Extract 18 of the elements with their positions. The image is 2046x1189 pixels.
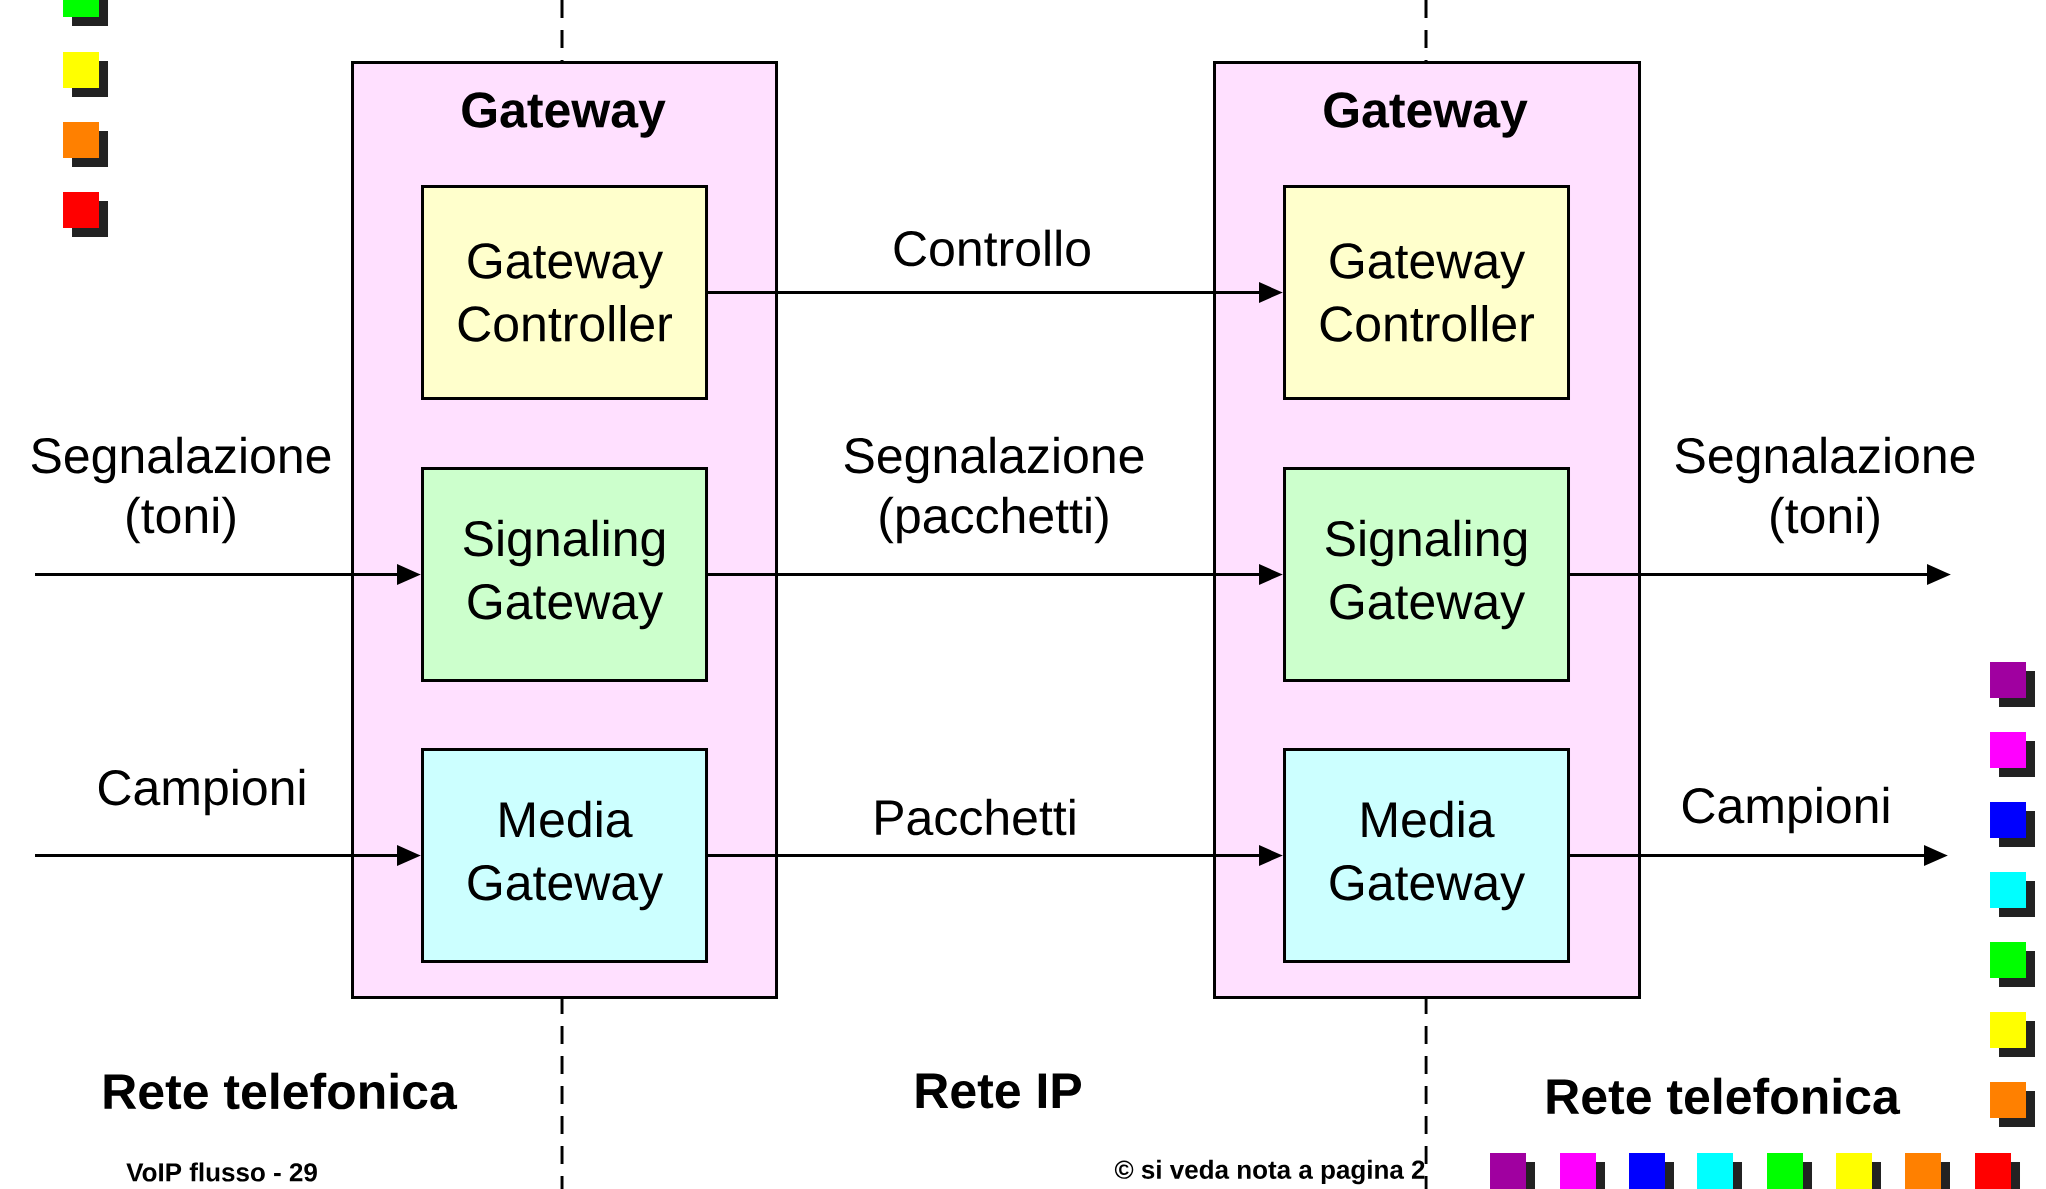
- region-label: Rete IP: [916, 1073, 1081, 1109]
- component-box: Signaling Gateway: [421, 467, 708, 682]
- region-label: Rete telefonica: [1547, 1077, 1901, 1115]
- edge-label: Controllo: [894, 229, 1090, 267]
- component-box: Media Gateway: [1283, 748, 1570, 963]
- edge-label: Segnalazione (pacchetti): [844, 436, 1144, 544]
- region-label: VoIP flusso - 29: [126, 1162, 317, 1182]
- edge-label: Pacchetti: [876, 798, 1075, 836]
- region-label: Rete telefonica: [104, 1072, 458, 1110]
- edge-label: Segnalazione (toni): [1675, 436, 1975, 544]
- edge-label: Segnalazione (toni): [31, 436, 331, 544]
- component-box: Signaling Gateway: [1283, 467, 1570, 682]
- component-box: Gateway Controller: [1283, 185, 1570, 400]
- region-label: © si veda nota a pagina 2: [1114, 1159, 1425, 1185]
- edge-label: Campioni: [98, 768, 305, 816]
- component-box: Media Gateway: [421, 748, 708, 963]
- edge-label: Campioni: [1682, 786, 1889, 834]
- component-box: Gateway Controller: [421, 185, 708, 400]
